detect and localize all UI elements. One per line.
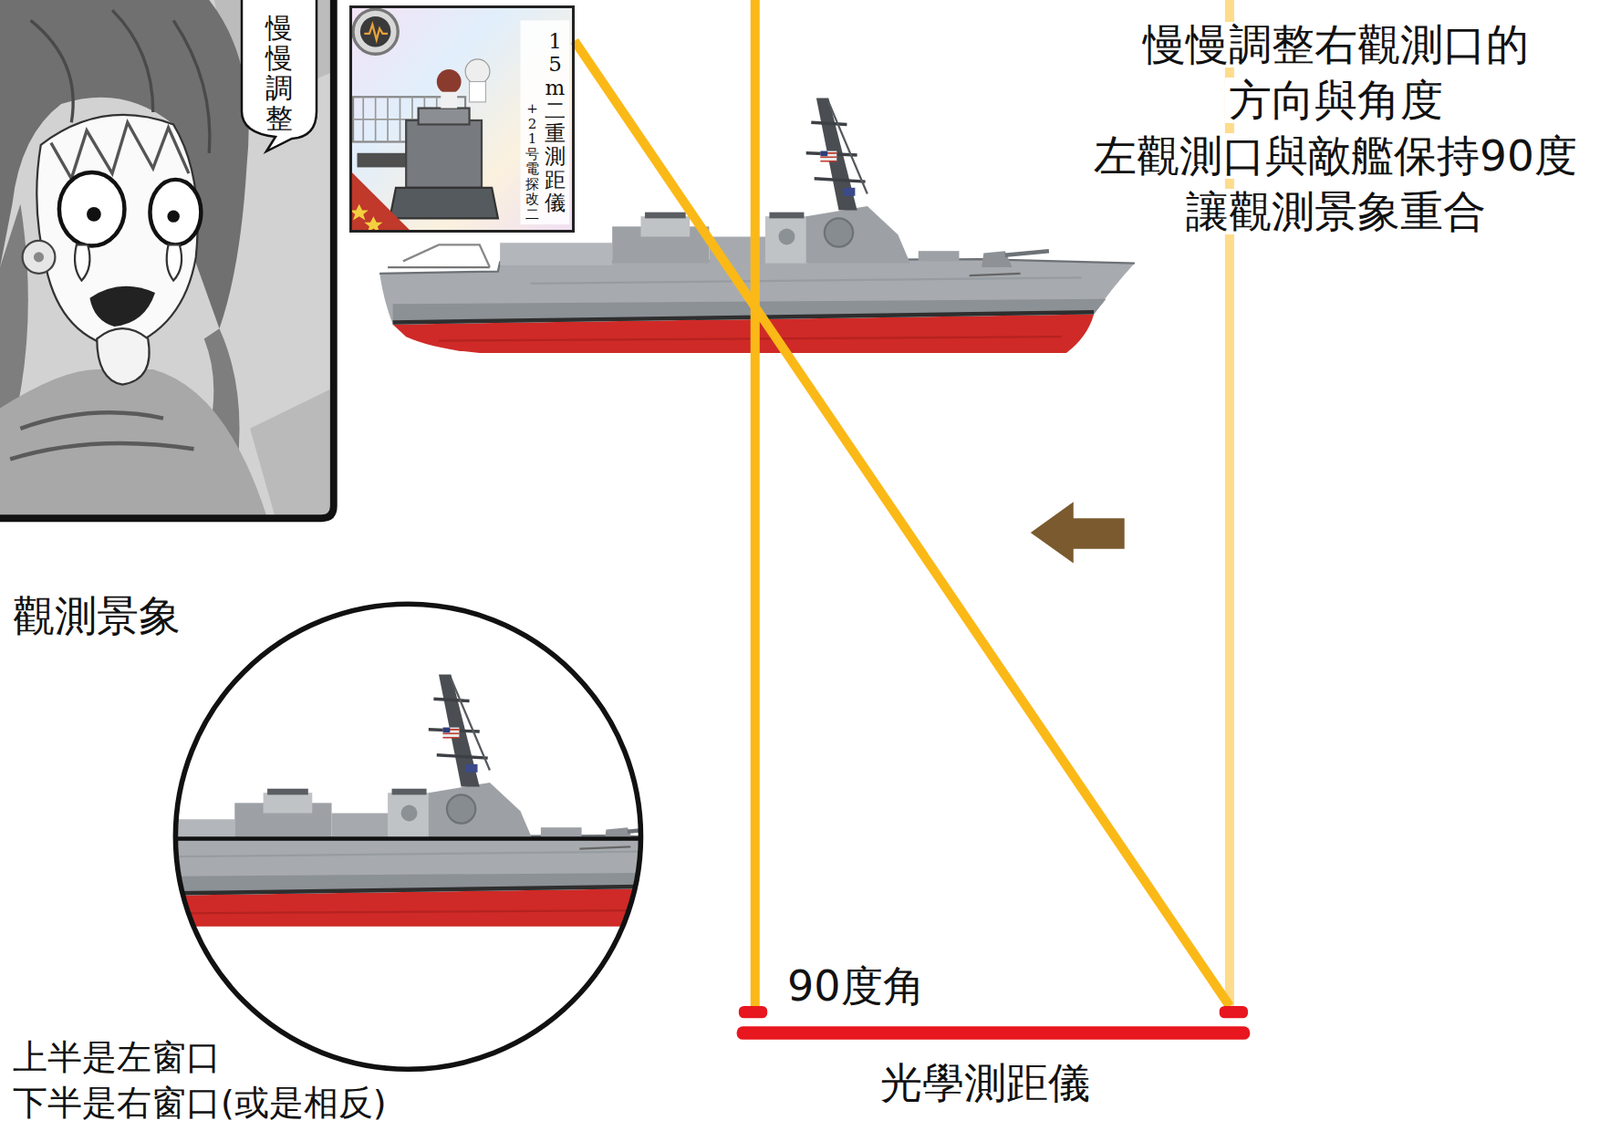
equipment-card-art bbox=[519, 20, 570, 225]
view-heading: 觀測景象 bbox=[12, 591, 181, 641]
equipment-card-art bbox=[389, 187, 499, 219]
manga-panel bbox=[96, 328, 149, 385]
sight-lines bbox=[574, 41, 1230, 1007]
bubble-outline bbox=[241, 0, 317, 152]
instruction-note: 慢慢調整右觀測口的 方向與角度 左觀測口與敵艦保持90度 讓觀測景象重合 bbox=[1076, 21, 1595, 235]
equipment-card: 15m二重測距儀 +21号電探改二 bbox=[349, 5, 575, 233]
rangefinder-bar bbox=[737, 1006, 1251, 1040]
manga-panel bbox=[86, 207, 102, 222]
card-title: 15m二重測距儀 bbox=[544, 30, 566, 215]
equipment-card-art bbox=[418, 108, 470, 125]
manga-panel bbox=[0, 0, 334, 519]
label-line: 慢慢調整右觀測口的 bbox=[1139, 21, 1533, 68]
label-line: 上半是左窗口 bbox=[12, 1034, 387, 1081]
sight-lines bbox=[750, 0, 760, 1007]
illustration bbox=[0, 0, 1250, 1070]
manga-panel bbox=[74, 244, 90, 281]
rangefinder-bar bbox=[1219, 1006, 1248, 1019]
manga-panel bbox=[22, 240, 56, 274]
equipment-card-art bbox=[353, 9, 398, 54]
equipment-card-art bbox=[436, 69, 462, 94]
label-line: 下半是右窗口(或是相反) bbox=[12, 1080, 387, 1126]
observation-view bbox=[0, 603, 758, 1070]
observation-view bbox=[163, 838, 654, 926]
observation-view bbox=[163, 838, 654, 926]
equipment-card-art bbox=[469, 81, 487, 102]
manga-panel bbox=[166, 244, 182, 281]
label-line: 讓觀測景象重合 bbox=[1182, 188, 1490, 235]
label-line: 90度角 bbox=[787, 961, 925, 1011]
manga-panel bbox=[59, 172, 125, 247]
manga-panel bbox=[166, 209, 179, 222]
manga-panel bbox=[89, 286, 156, 327]
observation-view bbox=[175, 836, 641, 841]
observation-view bbox=[0, 671, 758, 930]
rangefinder-bar bbox=[738, 1006, 768, 1019]
observation-view bbox=[175, 603, 641, 1070]
rangefinder-label: 光學測距儀 bbox=[857, 1058, 1113, 1108]
label-line: 光學測距儀 bbox=[857, 1058, 1113, 1108]
equipment-card-art bbox=[360, 16, 392, 48]
rangefinder-bar bbox=[737, 1026, 1251, 1040]
manga-panel bbox=[10, 412, 194, 459]
manga-panel bbox=[249, 387, 334, 519]
label-line: 方向與角度 bbox=[1225, 77, 1447, 124]
direction-arrow bbox=[1030, 501, 1125, 563]
speech-bubble: 慢慢調整 bbox=[238, 0, 320, 154]
manga-panel bbox=[149, 179, 201, 246]
equipment-card-art bbox=[440, 92, 458, 109]
label-line: 左觀測口與敵艦保持90度 bbox=[1090, 133, 1581, 179]
equipment-card-art bbox=[351, 171, 411, 231]
equipment-card-art bbox=[357, 153, 415, 168]
card-subtitle: +21号電探改二 bbox=[525, 101, 540, 222]
bubble-text: 慢慢調整 bbox=[265, 12, 293, 134]
equipment-card-art bbox=[405, 120, 482, 188]
observation-view bbox=[163, 674, 654, 839]
equipment-card-art bbox=[465, 59, 490, 84]
observation-view bbox=[163, 674, 654, 839]
direction-arrow bbox=[1030, 501, 1125, 563]
manga-panel bbox=[51, 122, 189, 179]
angle-label: 90度角 bbox=[787, 961, 925, 1011]
equipment-card-art bbox=[350, 204, 369, 221]
equipment-card-art bbox=[363, 24, 388, 41]
manga-panel bbox=[33, 251, 44, 262]
view-note: 上半是左窗口 下半是右窗口(或是相反) bbox=[12, 1034, 387, 1126]
equipment-card-art bbox=[350, 7, 573, 233]
manga-panel bbox=[0, 0, 334, 519]
label-line: 觀測景象 bbox=[12, 591, 181, 641]
manga-panel bbox=[0, 0, 334, 519]
equipment-card-art bbox=[351, 7, 573, 231]
manga-panel bbox=[0, 369, 268, 519]
